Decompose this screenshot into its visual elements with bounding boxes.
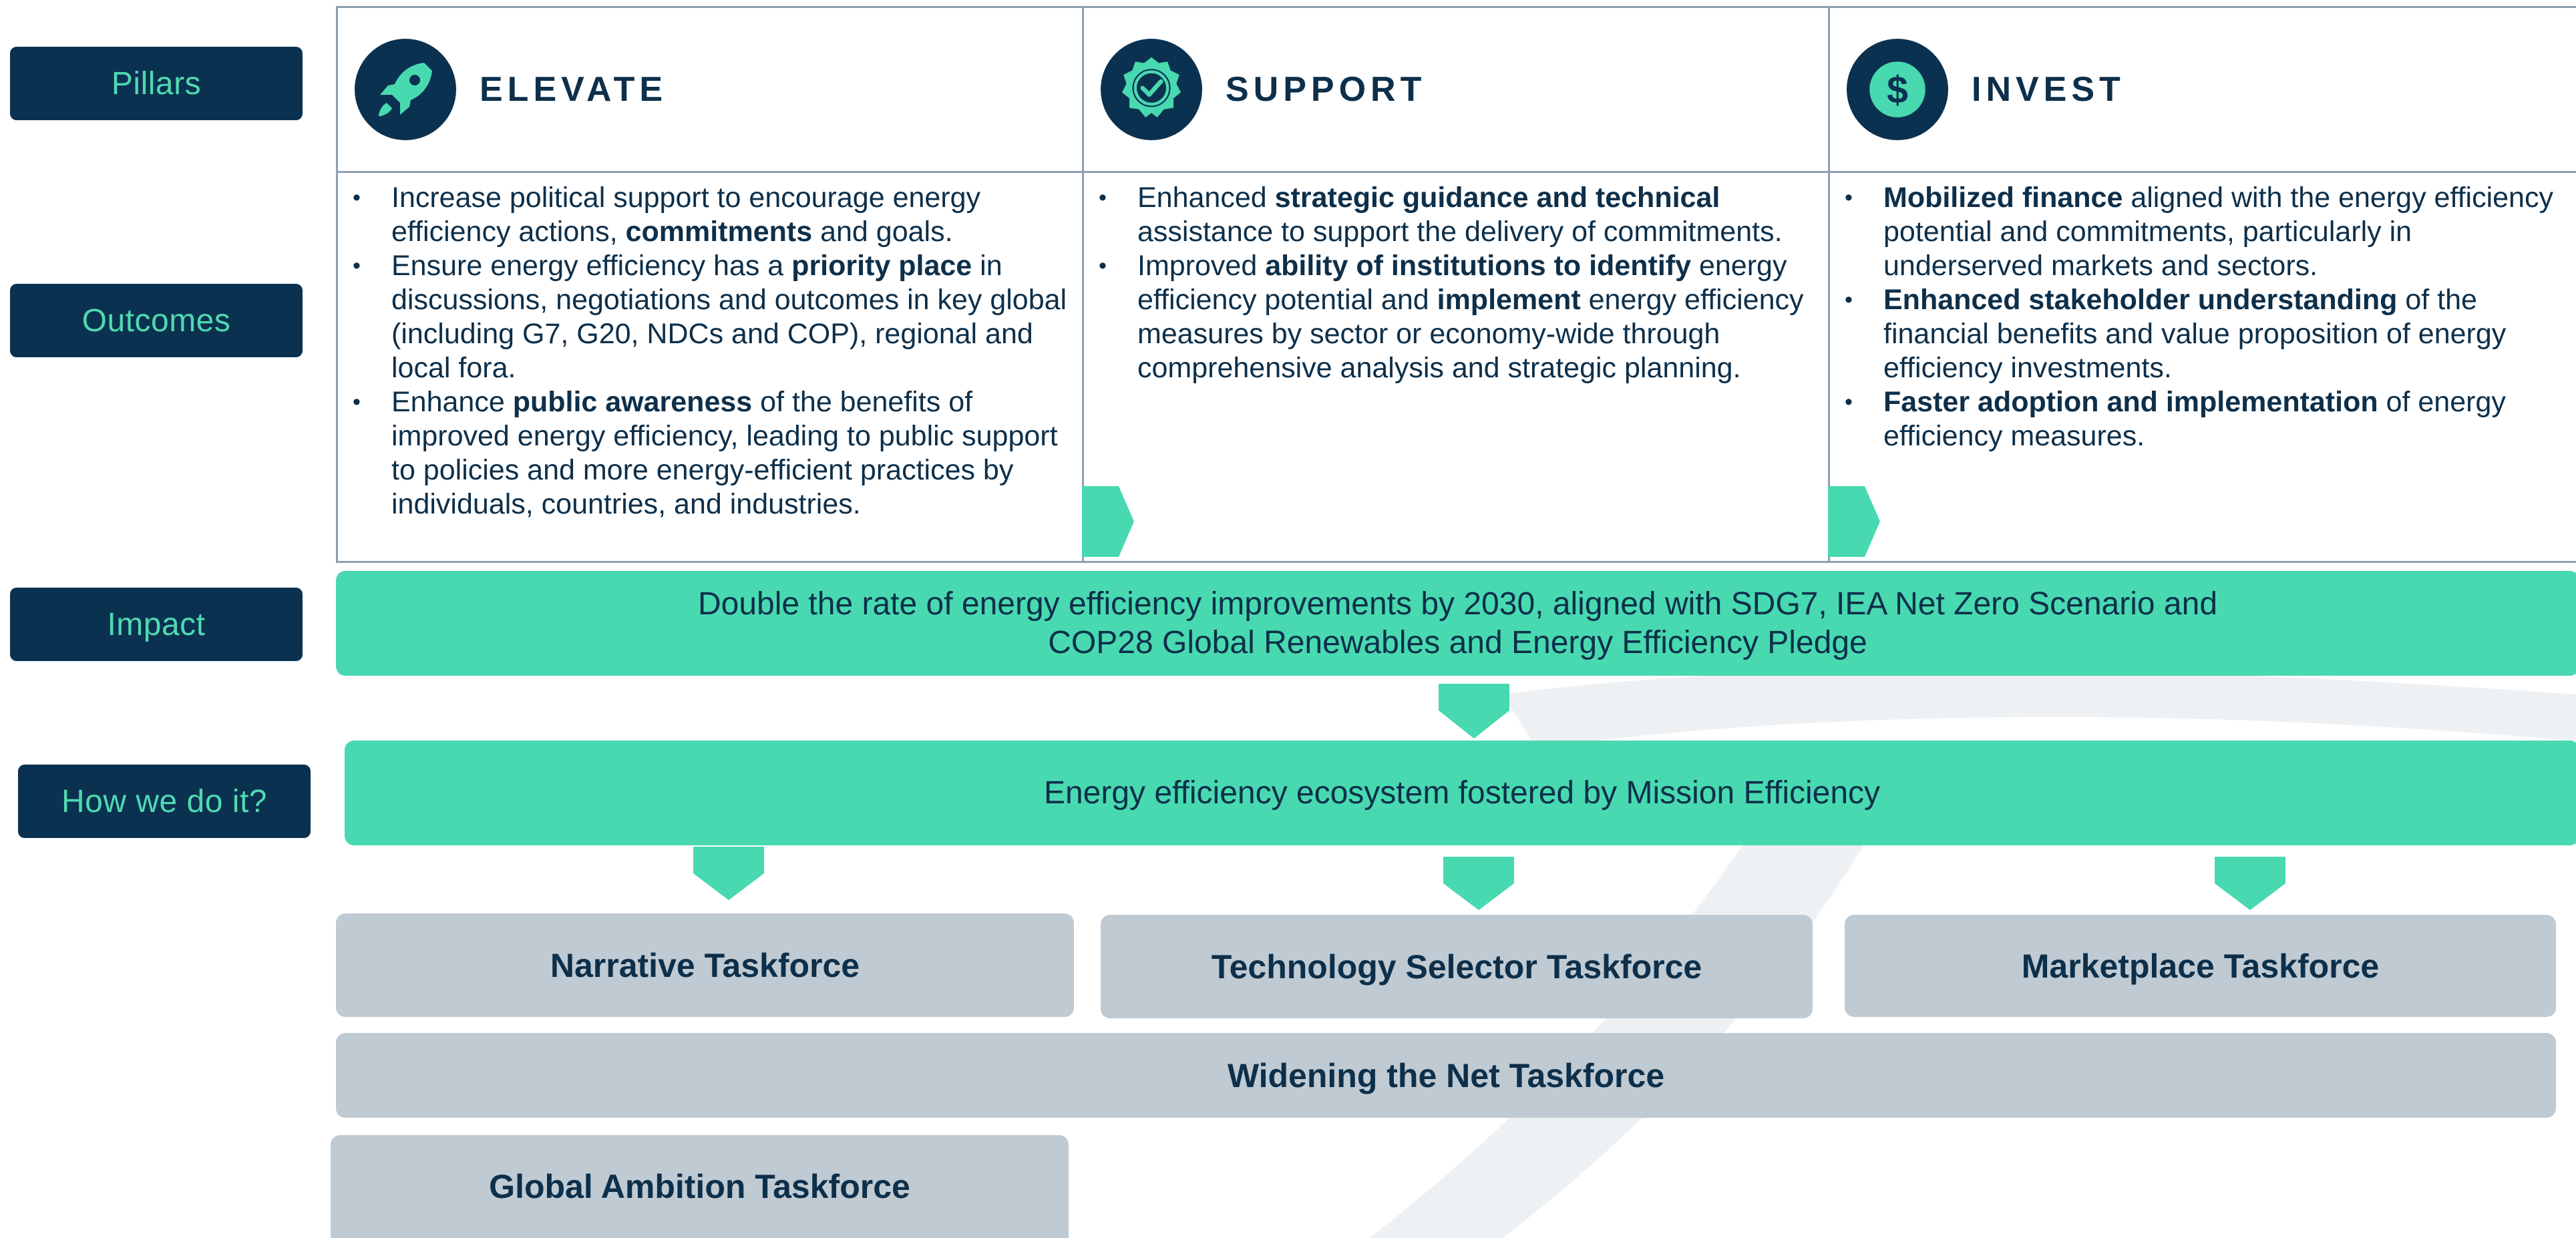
outcome-emphasis: commitments [625, 216, 813, 248]
outcome-text: aligned with the energy efficiency poten… [1883, 182, 2553, 282]
outcome-item: Mobilized finance aligned with the energ… [1845, 181, 2565, 283]
outcome-emphasis: priority place [791, 250, 972, 282]
pillar-title: INVEST [1972, 70, 2125, 109]
outcome-item: Increase political support to encourage … [353, 181, 1070, 249]
outcome-text: and goals. [812, 216, 953, 248]
outcomes-invest: Mobilized finance aligned with the energ… [1828, 171, 2576, 563]
outcomes-label: Outcomes [10, 284, 303, 357]
outcome-text: Enhance [391, 386, 513, 418]
arrow-down-icon [693, 847, 764, 900]
arrow-right-icon [1828, 486, 1880, 557]
outcome-text: energy efficiency measures by sector or … [1137, 284, 1804, 384]
outcome-emphasis: strategic guidance and technical [1274, 182, 1720, 214]
arrow-right-icon [1082, 486, 1134, 557]
outcome-list: Mobilized finance aligned with the energ… [1830, 181, 2576, 453]
pillar-header-invest: $ INVEST [1828, 6, 2576, 173]
outcome-item: Ensure energy efficiency has a priority … [353, 249, 1070, 385]
outcome-item: Enhanced strategic guidance and technica… [1099, 181, 1816, 249]
badge-check-icon [1101, 39, 1202, 140]
outcomes-elevate: Increase political support to encourage … [336, 171, 1084, 563]
dollar-coin-icon: $ [1847, 39, 1948, 140]
arrow-down-icon [1443, 857, 1514, 910]
impact-line-2: COP28 Global Renewables and Energy Effic… [1048, 624, 1867, 660]
outcome-text: of energy efficiency measures. [1883, 386, 2506, 452]
pillar-title: SUPPORT [1226, 70, 1427, 109]
outcomes-support: Enhanced strategic guidance and technica… [1082, 171, 1830, 563]
outcome-text: assistance to support the delivery of co… [1137, 216, 1783, 248]
outcome-emphasis: Faster adoption and implementation [1883, 386, 2378, 418]
rocket-icon [355, 39, 456, 140]
pillar-header-support: SUPPORT [1082, 6, 1830, 173]
outcome-item: Improved ability of institutions to iden… [1099, 249, 1816, 385]
outcome-emphasis: Enhanced stakeholder understanding [1883, 284, 2398, 316]
marketplace-taskforce: Marketplace Taskforce [1845, 915, 2556, 1017]
impact-bar: Double the rate of energy efficiency imp… [336, 571, 2576, 676]
outcome-text: Ensure energy efficiency has a [391, 250, 792, 282]
outcome-list: Enhanced strategic guidance and technica… [1084, 181, 1828, 385]
outcome-text: energy efficiency potential and [1137, 250, 1787, 316]
pillar-title: ELEVATE [480, 70, 668, 109]
outcome-emphasis: ability of institutions to identify [1265, 250, 1692, 282]
arrow-down-icon [2215, 857, 2285, 910]
pillar-header-elevate: ELEVATE [336, 6, 1084, 173]
how-label: How we do it? [18, 765, 311, 838]
global-ambition-taskforce: Global Ambition Taskforce [331, 1135, 1069, 1238]
outcome-emphasis: Mobilized finance [1883, 182, 2123, 214]
outcome-item: Faster adoption and implementation of en… [1845, 385, 2565, 453]
outcome-item: Enhance public awareness of the benefits… [353, 385, 1070, 522]
arrow-down-icon [1439, 684, 1509, 739]
outcome-emphasis: public awareness [512, 386, 753, 418]
outcome-text: Enhanced [1137, 182, 1275, 214]
impact-line-1: Double the rate of energy efficiency imp… [697, 586, 2218, 622]
pillars-label: Pillars [10, 47, 303, 120]
outcome-text: Improved [1137, 250, 1266, 282]
widening-the-net-taskforce: Widening the Net Taskforce [336, 1033, 2556, 1118]
outcome-text: of the benefits of improved energy effic… [391, 386, 1058, 520]
outcome-text: Increase political support to encourage … [391, 182, 981, 248]
how-text: Energy efficiency ecosystem fostered by … [1043, 775, 1881, 811]
narrative-taskforce: Narrative Taskforce [336, 913, 1074, 1017]
outcome-emphasis: implement [1437, 284, 1581, 316]
technology-selector-taskforce: Technology Selector Taskforce [1101, 915, 1813, 1018]
outcome-text: of the financial benefits and value prop… [1883, 284, 2507, 384]
impact-label: Impact [10, 588, 303, 661]
how-bar: Energy efficiency ecosystem fostered by … [345, 741, 2576, 845]
outcome-text: in discussions, negotiations and outcome… [391, 250, 1067, 384]
outcome-list: Increase political support to encourage … [338, 181, 1082, 522]
outcome-item: Enhanced stakeholder understanding of th… [1845, 283, 2565, 385]
svg-text:$: $ [1887, 69, 1908, 112]
